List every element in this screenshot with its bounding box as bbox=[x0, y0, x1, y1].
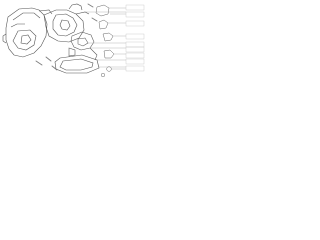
callout-boxes bbox=[125, 4, 145, 72]
selector-bracket-icon bbox=[68, 31, 98, 61]
extension-housing-icon bbox=[43, 3, 90, 43]
oil-pan-icon bbox=[54, 54, 100, 74]
transmission-case-icon bbox=[2, 7, 53, 58]
leader-lines bbox=[85, 7, 126, 70]
parts-diagram bbox=[0, 0, 160, 80]
bolt-icon bbox=[35, 3, 98, 71]
exploded-parts-diagram bbox=[2, 3, 145, 78]
